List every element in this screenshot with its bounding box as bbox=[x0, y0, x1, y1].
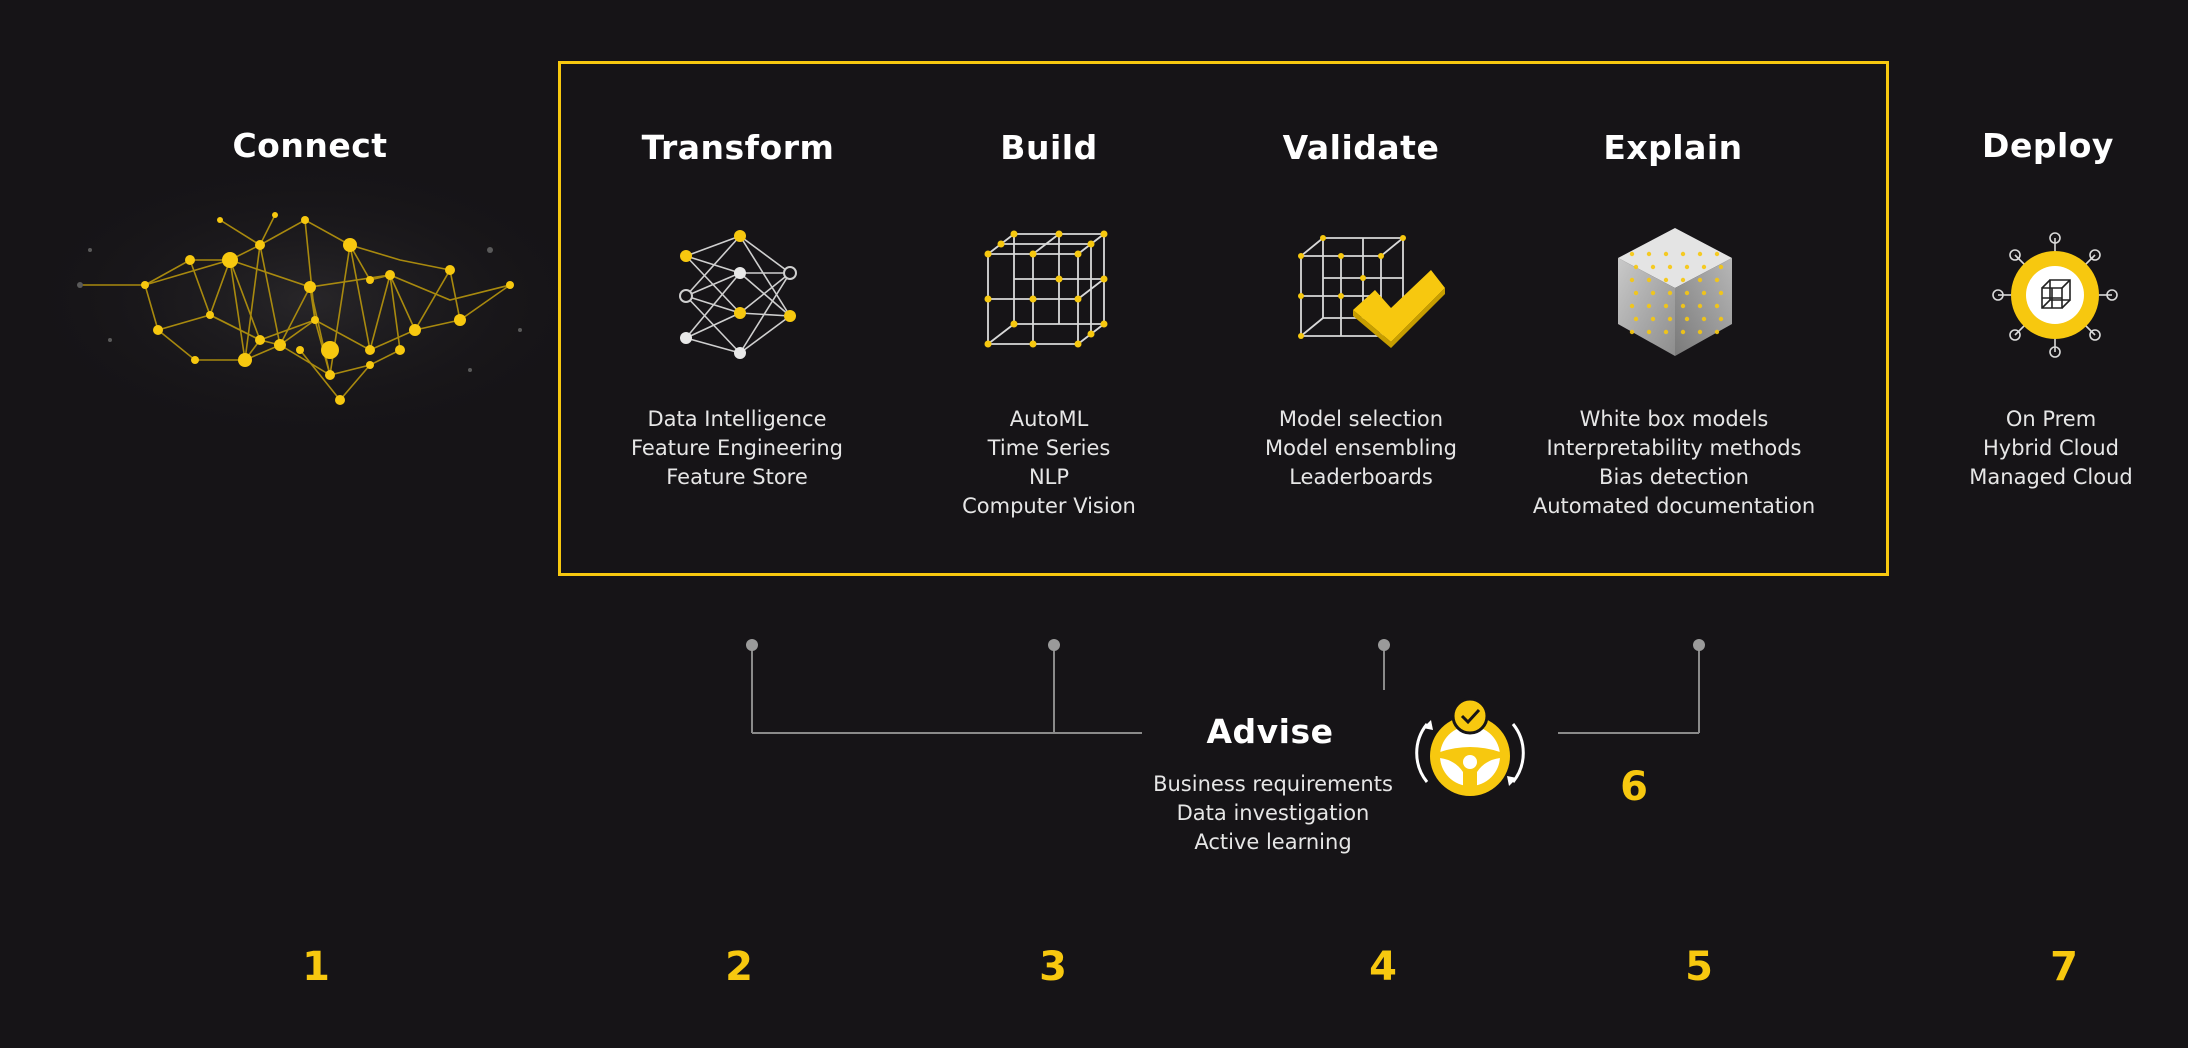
glass-dot bbox=[1718, 264, 1724, 270]
transform-items: Data Intelligence Feature Engineering Fe… bbox=[631, 405, 843, 492]
glass-dot bbox=[1697, 251, 1703, 257]
glass-dot bbox=[1684, 316, 1690, 322]
glass-dot bbox=[1629, 277, 1635, 283]
stage-title-validate: Validate bbox=[1282, 128, 1440, 167]
list-item: Interpretability methods bbox=[1546, 436, 1802, 460]
list-item: Data Intelligence bbox=[647, 407, 827, 431]
glass-dot bbox=[1697, 329, 1703, 335]
stage-title-explain: Explain bbox=[1603, 128, 1743, 167]
step-number-4: 4 bbox=[1369, 944, 1397, 990]
list-item: NLP bbox=[1028, 465, 1070, 489]
glass-dot bbox=[1646, 277, 1652, 283]
list-item: Computer Vision bbox=[962, 494, 1136, 518]
glass-dot bbox=[1629, 251, 1635, 257]
stage-title-advise: Advise bbox=[1206, 712, 1334, 751]
list-item: Feature Store bbox=[666, 465, 808, 489]
glass-dot bbox=[1684, 290, 1690, 296]
glass-dot bbox=[1697, 277, 1703, 283]
glass-dot bbox=[1650, 264, 1656, 270]
neural-network-icon bbox=[679, 230, 797, 359]
glass-dot bbox=[1633, 290, 1639, 296]
list-item: Automated documentation bbox=[1532, 494, 1816, 518]
wireframe-cube-icon bbox=[984, 230, 1108, 348]
step-number-5: 5 bbox=[1685, 944, 1713, 990]
list-item: Hybrid Cloud bbox=[1982, 436, 2119, 460]
glass-dot bbox=[1684, 264, 1690, 270]
glass-dot bbox=[1667, 264, 1673, 270]
glass-dot bbox=[1663, 329, 1669, 335]
glass-dot bbox=[1633, 316, 1639, 322]
glass-dot bbox=[1718, 316, 1724, 322]
glass-dot bbox=[1680, 303, 1686, 309]
glass-dot bbox=[1629, 303, 1635, 309]
glass-dot bbox=[1714, 251, 1720, 257]
glass-dot bbox=[1663, 251, 1669, 257]
step-number-2: 2 bbox=[725, 944, 753, 990]
glass-dot bbox=[1646, 329, 1652, 335]
glass-dot bbox=[1629, 329, 1635, 335]
deploy-hub-icon bbox=[1992, 232, 2118, 358]
steering-wheel-icon bbox=[1415, 697, 1525, 796]
step-number-3: 3 bbox=[1039, 944, 1067, 990]
cube-checkmark-icon bbox=[1298, 235, 1445, 348]
glass-dot bbox=[1663, 303, 1669, 309]
list-item: Leaderboards bbox=[1289, 465, 1433, 489]
glass-dot bbox=[1680, 251, 1686, 257]
list-item: On Prem bbox=[2005, 407, 2097, 431]
glass-dot bbox=[1633, 264, 1639, 270]
list-item: AutoML bbox=[1009, 407, 1089, 431]
glass-dot bbox=[1667, 316, 1673, 322]
glass-cube-icon bbox=[1618, 228, 1732, 356]
step-number-7: 7 bbox=[2050, 944, 2078, 990]
list-item: Data investigation bbox=[1176, 801, 1370, 825]
glass-dot bbox=[1667, 290, 1673, 296]
pipeline-frame bbox=[558, 61, 1889, 576]
glass-dot bbox=[1701, 264, 1707, 270]
list-item: Bias detection bbox=[1599, 465, 1749, 489]
glass-dot bbox=[1646, 251, 1652, 257]
list-item: Business requirements bbox=[1153, 772, 1393, 796]
glass-dot bbox=[1646, 303, 1652, 309]
list-item: Model selection bbox=[1278, 407, 1444, 431]
glass-dot bbox=[1718, 290, 1724, 296]
advise-items: Business requirements Data investigation… bbox=[1153, 770, 1393, 857]
validate-items: Model selection Model ensembling Leaderb… bbox=[1265, 405, 1457, 492]
glass-dot bbox=[1701, 316, 1707, 322]
step-number-1: 1 bbox=[302, 944, 330, 990]
glass-dot bbox=[1650, 290, 1656, 296]
stage-title-connect: Connect bbox=[232, 126, 388, 165]
build-items: AutoML Time Series NLP Computer Vision bbox=[962, 405, 1136, 521]
glass-dot bbox=[1697, 303, 1703, 309]
glass-dot bbox=[1714, 329, 1720, 335]
network-graph-icon bbox=[77, 212, 522, 405]
deploy-items: On Prem Hybrid Cloud Managed Cloud bbox=[1969, 405, 2132, 492]
glass-dot bbox=[1680, 329, 1686, 335]
glass-dot bbox=[1701, 290, 1707, 296]
stage-title-transform: Transform bbox=[641, 128, 835, 167]
list-item: Time Series bbox=[987, 436, 1111, 460]
glass-dot bbox=[1663, 277, 1669, 283]
glass-dot bbox=[1650, 316, 1656, 322]
glass-dot bbox=[1680, 277, 1686, 283]
explain-items: White box models Interpretability method… bbox=[1533, 405, 1815, 521]
glass-dot bbox=[1714, 303, 1720, 309]
list-item: Model ensembling bbox=[1265, 436, 1457, 460]
list-item: Active learning bbox=[1194, 830, 1352, 854]
stage-title-deploy: Deploy bbox=[1982, 126, 2114, 165]
stage-title-build: Build bbox=[1000, 128, 1098, 167]
list-item: Feature Engineering bbox=[630, 436, 844, 460]
glass-dot bbox=[1714, 277, 1720, 283]
step-number-6: 6 bbox=[1620, 764, 1648, 810]
list-item: Managed Cloud bbox=[1969, 465, 2133, 489]
list-item: White box models bbox=[1579, 407, 1769, 431]
